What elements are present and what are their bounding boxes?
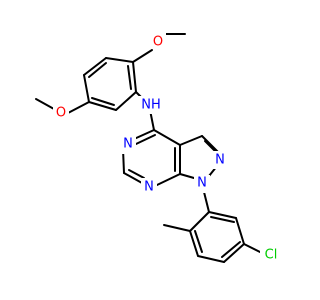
- nitrogen-label-n1: N: [197, 176, 207, 191]
- bond: [132, 49, 153, 63]
- bond: [127, 65, 132, 90]
- bond: [128, 169, 145, 179]
- bond: [204, 140, 217, 153]
- bond: [189, 230, 199, 257]
- bond: [67, 101, 90, 114]
- bond: [223, 243, 245, 263]
- bond: [221, 241, 241, 258]
- bond: [194, 230, 203, 253]
- bond: [210, 216, 235, 223]
- bond: [105, 57, 134, 63]
- bond: [83, 74, 90, 103]
- bond: [83, 57, 107, 76]
- bonds: [35, 33, 263, 263]
- chlorine-label: Cl: [265, 248, 278, 263]
- bond: [163, 224, 191, 232]
- oxygen-label-left: O: [56, 106, 66, 121]
- atom-labels: O O NH N N N N Cl: [53, 26, 282, 264]
- nh-label: NH: [141, 98, 161, 113]
- bond: [189, 211, 210, 232]
- bond: [156, 173, 181, 186]
- molecule-drawing: O O NH N N N N Cl: [35, 26, 282, 264]
- nitrogen-label-n5: N: [123, 137, 133, 152]
- bond: [133, 129, 155, 140]
- bond: [135, 134, 156, 145]
- bond: [123, 172, 143, 184]
- oxygen-label-top: O: [153, 35, 163, 50]
- bond: [88, 101, 117, 111]
- bond: [235, 217, 245, 245]
- bond: [179, 135, 203, 146]
- bond: [179, 173, 195, 179]
- bond: [132, 61, 137, 93]
- bond: [91, 97, 115, 106]
- bond: [201, 135, 219, 153]
- bond: [35, 98, 55, 110]
- nitrogen-label-n2: N: [215, 153, 225, 168]
- bond: [243, 243, 263, 254]
- nitrogen-label-n7: N: [144, 180, 154, 195]
- bond: [88, 62, 107, 78]
- bond: [197, 255, 225, 263]
- bond: [115, 91, 137, 111]
- bond: [153, 129, 181, 146]
- bond: [208, 211, 237, 219]
- molecule-structure: O O NH N N N N Cl: [35, 26, 282, 264]
